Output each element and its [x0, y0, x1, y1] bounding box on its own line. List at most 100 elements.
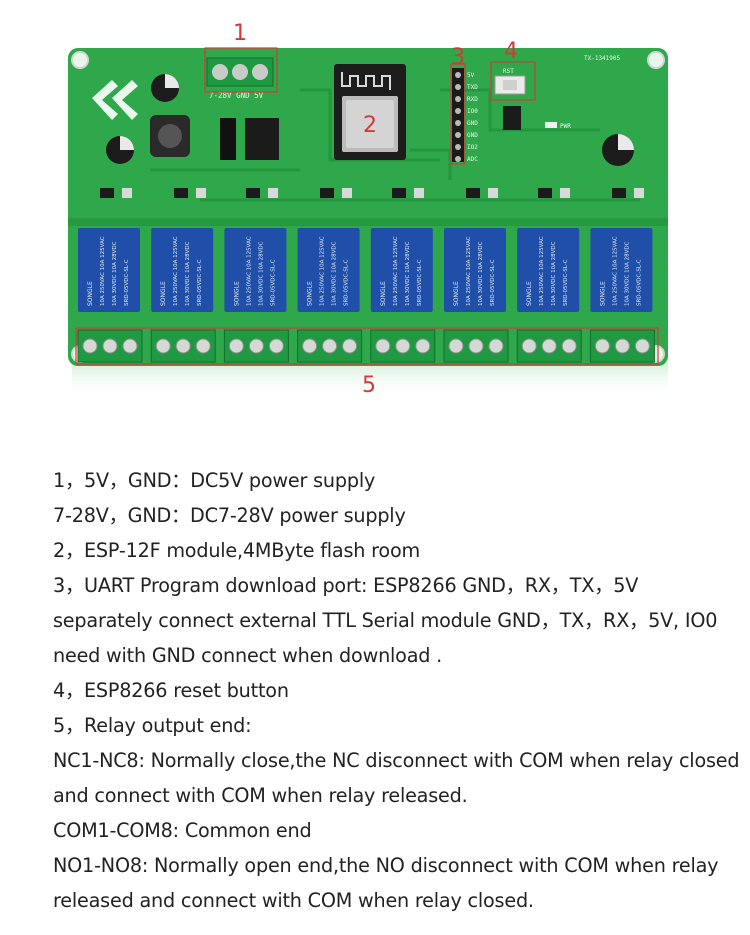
relay-print-line: 10A 250VAC 10A 125VAC — [539, 236, 545, 306]
capacitor — [151, 74, 179, 102]
relay-4: SONGLE 10A 250VAC 10A 125VAC 10A 30VDC 10A… — [297, 228, 360, 312]
terminal-screw — [415, 338, 431, 354]
note-line: 5，Relay output end: — [53, 714, 252, 737]
board-reflection — [72, 362, 668, 398]
note-line: 7-28V，GND：DC7-28V power supply — [53, 504, 406, 527]
mounting-hole — [647, 51, 665, 69]
terminal-block-6 — [443, 329, 509, 363]
terminal-block-3 — [223, 329, 289, 363]
terminal-row — [77, 329, 655, 363]
terminal-screw — [561, 338, 577, 354]
relay-print-line: SONGLE — [380, 281, 387, 306]
terminal-screw — [82, 338, 98, 354]
terminal-block-8 — [589, 329, 655, 363]
callout-box-1 — [204, 47, 278, 93]
note-line: 4，ESP8266 reset button — [53, 679, 289, 702]
relay-print-line: SONGLE — [307, 281, 314, 306]
relay-print-line: SRD-05VDC-SL-C — [124, 259, 130, 306]
callout-number-1: 1 — [233, 21, 247, 46]
relay-print-line: SONGLE — [526, 281, 533, 306]
note-line: 3，UART Program download port: ESP8266 GN… — [53, 574, 718, 667]
relay-print-line: SRD-05VDC-SL-C — [490, 259, 496, 306]
terminal-block-4 — [297, 329, 363, 363]
board-id-silk: TX-1341905 — [584, 55, 621, 62]
note-line: 2，ESP-12F module,4MByte flash room — [53, 539, 420, 562]
relay-print-line: 10A 30VDC 10A 28VDC — [624, 241, 630, 306]
notes-list: 1，5V，GND：DC5V power supply 7-28V，GND：DC7… — [53, 463, 743, 918]
relay-print-line: SONGLE — [599, 281, 606, 306]
terminal-screw — [155, 338, 171, 354]
terminal-screw — [614, 338, 630, 354]
relay-row: SONGLE 10A 250VAC 10A 125VAC 10A 30VDC 10A… — [78, 228, 653, 312]
terminal-block-5 — [370, 329, 436, 363]
relay-print-line: 10A 250VAC 10A 125VAC — [173, 236, 179, 306]
header-pin-label: GND — [467, 120, 478, 127]
header-pin-label: 5V — [467, 72, 475, 79]
terminal-block-2 — [150, 329, 216, 363]
terminal-screw — [395, 338, 411, 354]
callout-number-2: 2 — [363, 113, 377, 138]
relay-print-line: SRD-05VDC-SL-C — [563, 259, 569, 306]
relay-print-line: SONGLE — [233, 281, 240, 306]
relay-print-line: SONGLE — [453, 281, 460, 306]
header-pin-label: ADC — [467, 156, 478, 163]
uart-program-header — [452, 68, 464, 162]
terminal-screw — [302, 338, 318, 354]
callout-number-3: 3 — [451, 45, 465, 70]
relay-print-line: SONGLE — [160, 281, 167, 306]
ldo-chip — [503, 106, 521, 130]
callout-number-4: 4 — [504, 39, 518, 64]
terminal-screw — [248, 338, 264, 354]
terminal-screw — [468, 338, 484, 354]
relay-print-line: 10A 250VAC 10A 125VAC — [320, 236, 326, 306]
terminal-screw — [375, 338, 391, 354]
terminal-block-1 — [77, 329, 143, 363]
relay-print-line: 10A 30VDC 10A 28VDC — [112, 241, 118, 306]
terminal-screw — [322, 338, 338, 354]
note-line: COM1-COM8: Common end — [53, 819, 312, 842]
terminal-screw — [175, 338, 191, 354]
header-pin-label: IO2 — [467, 144, 478, 151]
relay-2: SONGLE 10A 250VAC 10A 125VAC 10A 30VDC 10A… — [151, 228, 214, 312]
relay-print-line: 10A 250VAC 10A 125VAC — [246, 236, 252, 306]
reset-button — [494, 75, 526, 95]
terminal-screw — [594, 338, 610, 354]
relay-print-line: 10A 250VAC 10A 125VAC — [466, 236, 472, 306]
note-line: 1，5V，GND：DC5V power supply — [53, 469, 376, 492]
header-pin-label: IO0 — [467, 108, 478, 115]
relay-print-line: 10A 30VDC 10A 28VDC — [185, 241, 191, 306]
relay-print-line: 10A 30VDC 10A 28VDC — [332, 241, 338, 306]
relay-print-line: SRD-05VDC-SL-C — [270, 259, 276, 306]
capacitor — [106, 136, 134, 164]
callout-box-4 — [490, 61, 536, 101]
relay-print-line: SRD-05VDC-SL-C — [636, 259, 642, 306]
relay-3: SONGLE 10A 250VAC 10A 125VAC 10A 30VDC 10A… — [224, 228, 287, 312]
relay-print-line: 10A 250VAC 10A 125VAC — [393, 236, 399, 306]
note-line: NO1-NO8: Normally open end,the NO discon… — [53, 854, 719, 912]
terminal-screw — [195, 338, 211, 354]
callout-box-5 — [75, 327, 659, 365]
esp12f-module — [334, 64, 406, 160]
terminal-screw — [102, 338, 118, 354]
relay-print-line: 10A 30VDC 10A 28VDC — [551, 241, 557, 306]
terminal-screw — [521, 338, 537, 354]
pwr-led — [545, 122, 557, 128]
relay-5: SONGLE 10A 250VAC 10A 125VAC 10A 30VDC 10A… — [370, 228, 433, 312]
reset-silk: RST — [503, 68, 514, 75]
voltage-regulator — [245, 118, 279, 160]
relay-drivers — [100, 188, 644, 198]
relay-print-line: 10A 30VDC 10A 28VDC — [405, 241, 411, 306]
relay-7: SONGLE 10A 250VAC 10A 125VAC 10A 30VDC 10A… — [517, 228, 580, 312]
terminal-screw — [342, 338, 358, 354]
terminal-screw — [268, 338, 284, 354]
capacitor — [602, 134, 634, 166]
callout-box-3 — [450, 63, 466, 165]
callout-number-5: 5 — [362, 373, 376, 398]
relay-print-line: 10A 250VAC 10A 125VAC — [612, 236, 618, 306]
terminal-screw — [541, 338, 557, 354]
terminal-screw — [122, 338, 138, 354]
relay-print-line: 10A 30VDC 10A 28VDC — [258, 241, 264, 306]
header-pin-label: RXD — [467, 96, 478, 103]
